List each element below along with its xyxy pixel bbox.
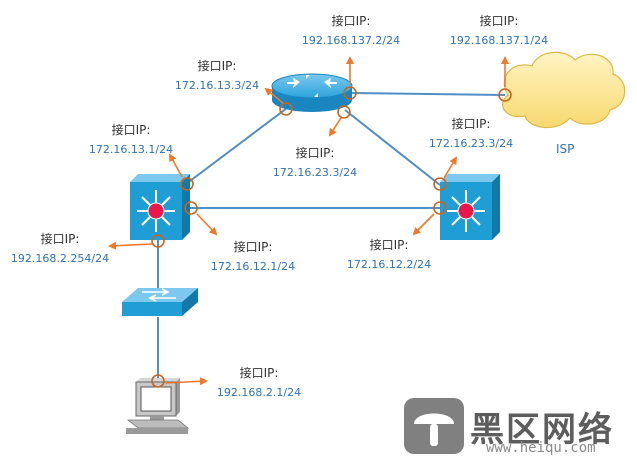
interface-title: 接口IP: — [233, 240, 273, 254]
interface-label-pc: 接口IP: 192.168.2.1/24 — [204, 364, 314, 402]
interface-label-isp: 接口IP: 192.168.137.1/24 — [444, 12, 554, 50]
interface-label-router-isp: 接口IP: 192.168.137.2/24 — [296, 12, 406, 50]
port-ring-s1-lan — [151, 234, 165, 248]
watermark-url: www.heiqu.com — [486, 440, 596, 456]
port-ring-s1-router — [180, 177, 194, 191]
interface-ip: 172.16.12.2/24 — [346, 258, 432, 271]
arrow-s1-router — [169, 153, 183, 178]
interface-label-router-s2: 接口IP: 172.16.23.3/24 — [260, 144, 370, 182]
arrow-s1-lan — [108, 241, 153, 250]
interface-label-s2-router: 接口IP: 172.16.23.3/24 — [416, 115, 526, 153]
link-router-switch2 — [344, 109, 441, 186]
arrow-s2-router — [443, 156, 458, 179]
pc-icon — [126, 378, 190, 434]
layer3-switch-2-icon — [440, 174, 500, 240]
interface-label-s1-lan: 接口IP: 192.168.2.254/24 — [2, 230, 118, 268]
link-router-switch1 — [181, 107, 288, 188]
layer3-switch-1-icon — [130, 174, 190, 240]
isp-cloud — [502, 51, 626, 129]
interface-label-s1-router: 接口IP: 172.16.13.1/24 — [76, 121, 186, 159]
arrow-s1-s2 — [196, 213, 218, 236]
interface-ip: 172.16.13.1/24 — [88, 143, 174, 156]
interface-ip: 192.168.137.1/24 — [449, 34, 549, 47]
port-ring-pc — [151, 374, 165, 388]
interface-label-router-s1: 接口IP: 172.16.13.3/24 — [162, 57, 272, 95]
interface-ip: 192.168.137.2/24 — [301, 34, 401, 47]
arrow-router-s1 — [264, 87, 284, 104]
port-ring-isp — [498, 88, 512, 102]
port-markers — [151, 86, 512, 388]
interface-title: 接口IP: — [197, 59, 237, 73]
arrow-s2-s1 — [412, 213, 435, 236]
arrow-pc — [165, 377, 208, 386]
interface-title: 接口IP: — [479, 14, 519, 28]
links — [157, 92, 506, 380]
port-ring-router-s2 — [337, 105, 351, 119]
router-icon — [271, 73, 353, 112]
interface-ip: 172.16.23.3/24 — [272, 166, 358, 179]
interface-title: 接口IP: — [451, 117, 491, 131]
interface-ip: 172.16.13.3/24 — [174, 79, 260, 92]
access-switch-icon — [122, 288, 198, 316]
watermark-logo-icon — [404, 398, 464, 454]
interface-ip: 172.16.12.1/24 — [210, 260, 296, 273]
port-ring-s1-s2 — [184, 201, 198, 215]
interface-ip: 172.16.23.3/24 — [428, 137, 514, 150]
port-ring-router-isp — [343, 86, 357, 100]
arrow-router-s2 — [328, 117, 342, 137]
interface-title: 接口IP: — [40, 232, 80, 246]
link-router-isp — [349, 92, 506, 96]
interface-label-s1-s2: 接口IP: 172.16.12.1/24 — [198, 238, 308, 276]
interface-ip: 192.168.2.1/24 — [216, 386, 302, 399]
port-ring-router-s1 — [279, 102, 293, 116]
interface-ip: 192.168.2.254/24 — [10, 252, 110, 265]
isp-label: ISP — [556, 142, 575, 156]
watermark-text: 黑区网络 — [470, 410, 614, 450]
port-ring-s2-router — [433, 177, 447, 191]
interface-title: 接口IP: — [331, 14, 371, 28]
annotation-arrows — [108, 56, 509, 386]
interface-label-s2-s1: 接口IP: 172.16.12.2/24 — [334, 236, 444, 274]
interface-title: 接口IP: — [111, 123, 151, 137]
interface-title: 接口IP: — [239, 366, 279, 380]
interface-title: 接口IP: — [369, 238, 409, 252]
interface-title: 接口IP: — [295, 146, 335, 160]
port-ring-s2-s1 — [433, 201, 447, 215]
